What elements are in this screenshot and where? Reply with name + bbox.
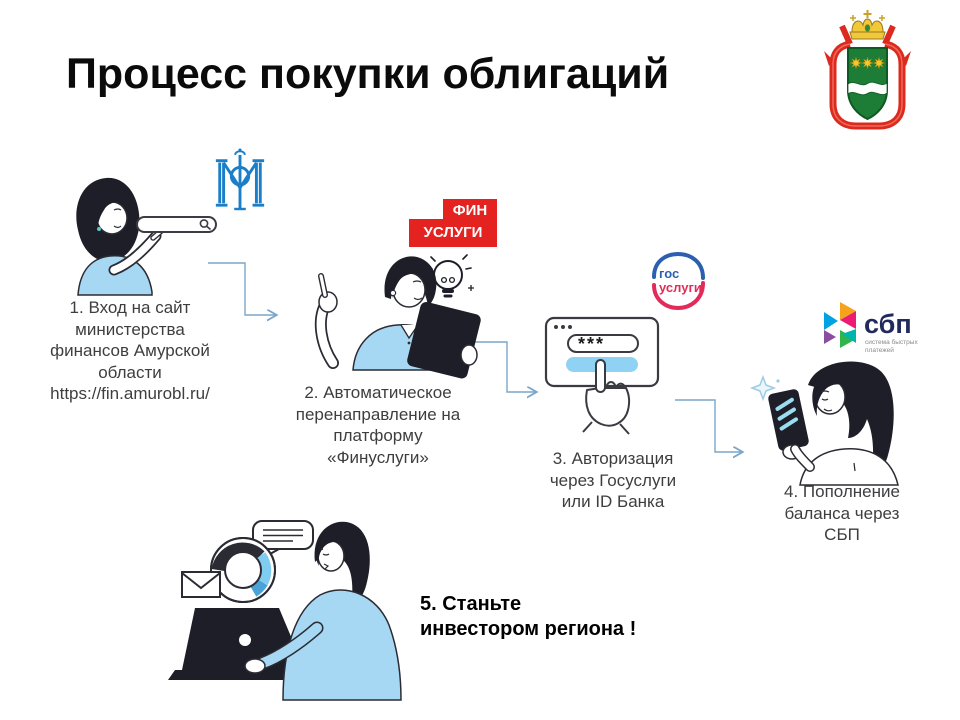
svg-text:гос: гос [659, 266, 679, 281]
search-bar-icon [136, 216, 217, 233]
amur-oblast-coat-of-arms-icon [820, 6, 915, 134]
step-4-illustration [749, 355, 935, 486]
svg-text:УСЛУГИ: УСЛУГИ [424, 224, 483, 241]
svg-text:услуги: услуги [659, 280, 702, 295]
step-1-illustration [50, 170, 225, 296]
step-1-caption: 1. Вход на сайт министерства финансов Ам… [50, 298, 210, 404]
password-window-icon: *** [544, 316, 660, 388]
pointing-hand-icon [582, 359, 631, 435]
step-5-caption: 5. Станьте инвестором региона ! [420, 593, 637, 640]
svg-text:***: *** [578, 334, 605, 354]
minfin-monogram-icon [212, 146, 268, 216]
step-2-illustration [285, 245, 481, 379]
svg-text:система быстрых: система быстрых [865, 338, 918, 346]
gosuslugi-logo: гос услуги [646, 250, 710, 312]
step-2-caption: 2. Автоматическое перенаправление на пла… [295, 383, 461, 467]
step-3-caption: 3. Авторизация через Госуслуги или ID Ба… [549, 449, 677, 512]
woman-body [77, 255, 153, 296]
donut-chart-icon [210, 537, 276, 603]
woman-body [282, 589, 402, 701]
page-title: Процесс покупки облигаций [66, 50, 670, 98]
sbp-logo: сбп система быстрых платежей [820, 300, 938, 358]
step-4-caption: 4. Пополнение баланса через СБП [784, 482, 900, 545]
svg-text:ФИН: ФИН [453, 202, 487, 219]
phone-icon [768, 389, 809, 451]
step-5-illustration [165, 500, 405, 701]
step-3-illustration: *** [540, 310, 665, 435]
svg-text:платежей: платежей [865, 346, 894, 354]
connector-step2-step3 [470, 341, 536, 392]
sbp-mark-icon [824, 302, 856, 348]
finuslugi-logo: ФИН УСЛУГИ [409, 199, 497, 247]
connector-step3-step4 [675, 399, 742, 452]
envelope-icon [181, 571, 221, 598]
sparkle-icon [749, 374, 780, 402]
svg-text:сбп: сбп [864, 309, 912, 339]
